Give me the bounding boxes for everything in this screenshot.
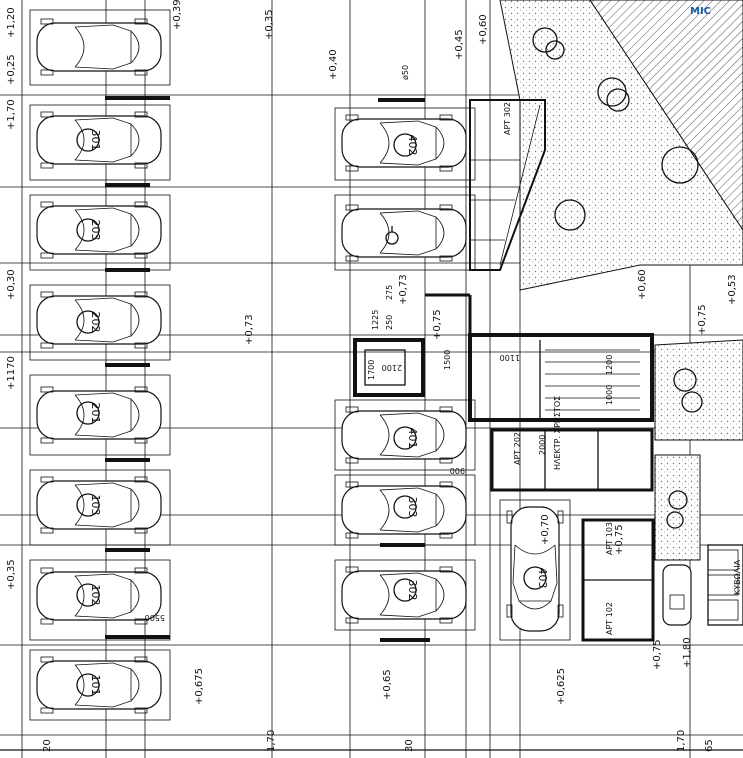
stair-core bbox=[353, 293, 654, 422]
level-right-075: +0,75 bbox=[697, 304, 708, 335]
space-202: 202 bbox=[89, 312, 102, 333]
level-top-039: +0,39 bbox=[172, 0, 183, 30]
level-bottom-065: +0,65 bbox=[382, 669, 393, 700]
level-bottom-0675: +0,675 bbox=[194, 668, 205, 705]
space-102: 102 bbox=[89, 585, 102, 606]
label-apt103: APT 103 bbox=[605, 522, 614, 555]
label-electro: ΗΛΕΚΤΡ. ΧΡΗΣΤΟΣ bbox=[553, 396, 562, 470]
level-right-060: +0,60 bbox=[637, 269, 648, 300]
level-bottom-180: +1,80 bbox=[682, 637, 693, 668]
level-top-035: +0,35 bbox=[264, 9, 275, 40]
level-left-170: +1,70 bbox=[6, 99, 17, 130]
level-ramp-075: +0,75 bbox=[432, 309, 443, 340]
label-apt302: APT 302 bbox=[503, 102, 512, 135]
dim-phi50-top: ø50 bbox=[401, 65, 410, 80]
parking-bays bbox=[29, 9, 571, 721]
space-203: 203 bbox=[89, 220, 102, 241]
level-bottom-0625: +0,625 bbox=[556, 668, 567, 705]
accessible-icon bbox=[385, 226, 399, 245]
level-left-035: +0,35 bbox=[6, 559, 17, 590]
dim-bottom-65: 65 bbox=[704, 739, 715, 752]
dim-5500: 5500 bbox=[145, 613, 165, 622]
dim-2000: 2000 bbox=[538, 435, 547, 455]
car-403 bbox=[506, 506, 564, 632]
dim-2100: 2100 bbox=[382, 363, 402, 372]
dim-1000: 1000 bbox=[605, 385, 614, 405]
level-left-025: +0,25 bbox=[6, 54, 17, 85]
space-402: 402 bbox=[406, 135, 419, 156]
ramp bbox=[469, 99, 546, 271]
dim-900: 900 bbox=[450, 466, 465, 475]
label-corner-mic: MIC bbox=[690, 6, 711, 17]
space-201: 201 bbox=[89, 403, 102, 424]
level-apt-075: +0,75 bbox=[614, 524, 625, 555]
dim-bottom-170-right: 1,70 bbox=[676, 730, 687, 752]
dim-1100: 1100 bbox=[500, 353, 520, 362]
level-left-120: +1,20 bbox=[6, 7, 17, 38]
level-center-073: +0,73 bbox=[244, 314, 255, 345]
label-sidewalk: ΚΥΒΩΛΙΑ bbox=[733, 559, 742, 595]
level-ramp-040: +0,40 bbox=[328, 49, 339, 80]
space-303: 303 bbox=[406, 497, 419, 518]
dim-275: 275 bbox=[385, 285, 394, 300]
dim-bottom-20: 20 bbox=[42, 739, 53, 752]
dim-1700: 1700 bbox=[367, 360, 376, 380]
storage-rooms bbox=[490, 428, 743, 642]
space-301: 301 bbox=[89, 130, 102, 151]
dim-bottom-30: 30 bbox=[404, 739, 415, 752]
level-left-1170: +1170 bbox=[6, 356, 17, 390]
label-apt102: APT 102 bbox=[605, 602, 614, 635]
label-apt202: APT 202 bbox=[513, 432, 522, 465]
wall-marks bbox=[105, 96, 430, 642]
dim-bottom-170-left: 1,70 bbox=[266, 730, 277, 752]
dim-1225: 1225 bbox=[371, 310, 380, 330]
small-car-bottom-right bbox=[662, 564, 692, 626]
space-101: 101 bbox=[89, 675, 102, 696]
dim-1200: 1200 bbox=[605, 355, 614, 375]
space-number-circles bbox=[76, 128, 547, 697]
space-403: 403 bbox=[536, 568, 549, 589]
level-ramp-073: +0,73 bbox=[398, 274, 409, 305]
level-ramp-060: +0,60 bbox=[478, 14, 489, 45]
landscaped-zone bbox=[499, 0, 743, 561]
space-103: 103 bbox=[89, 495, 102, 516]
space-302: 302 bbox=[406, 580, 419, 601]
space-401: 401 bbox=[406, 428, 419, 449]
level-ramp-045: +0,45 bbox=[454, 29, 465, 60]
dim-1500: 1500 bbox=[443, 350, 452, 370]
level-right-053: +0,53 bbox=[727, 274, 738, 305]
level-apt403-070: +0,70 bbox=[540, 514, 551, 545]
dim-250: 250 bbox=[385, 315, 394, 330]
level-bottom-075: +0,75 bbox=[652, 639, 663, 670]
level-left-030: +0,30 bbox=[6, 269, 17, 300]
